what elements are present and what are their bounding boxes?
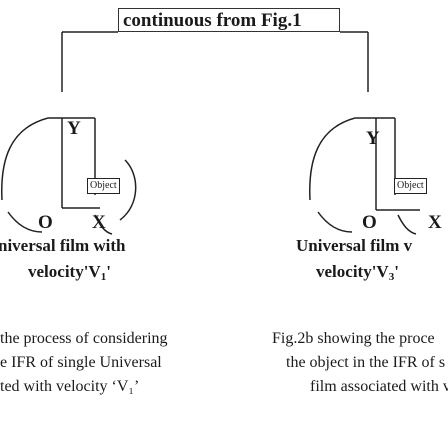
left-caption-line1: the process of considering xyxy=(0,330,168,347)
right-title-suffix: ' xyxy=(394,262,399,281)
right-arc-bottom-left xyxy=(317,211,353,233)
right-arc-bottom-right xyxy=(397,214,417,235)
header-box: continuous from Fig.1 xyxy=(118,8,340,32)
right-title-line1: Universal film v xyxy=(296,236,413,255)
left-axis-y-label: Y xyxy=(67,118,81,139)
left-title-suffix: ' xyxy=(106,262,111,281)
left-arc-bottom-left xyxy=(7,211,43,233)
left-arc-bottom-right xyxy=(94,214,113,235)
left-object-label: Object xyxy=(87,178,120,194)
right-object-label: Object xyxy=(394,178,427,194)
right-frame-arc xyxy=(309,117,356,201)
right-axis-x-label: X xyxy=(428,212,442,233)
right-caption-line1: Fig.2b showing the proce xyxy=(272,330,435,347)
right-axis-y-label: Y xyxy=(366,128,380,149)
left-frame-arc xyxy=(1,117,49,201)
left-axis-x-label: X xyxy=(92,212,106,233)
right-title-sub: 3 xyxy=(388,271,395,283)
left-title-prefix: velocity'V xyxy=(28,262,101,281)
header-text: continuous from Fig.1 xyxy=(123,10,302,31)
left-caption-line3: ted with velocity ‘V₁’ xyxy=(0,378,140,395)
left-origin-label: O xyxy=(38,212,53,233)
left-title-line1: niversal film with xyxy=(0,236,126,255)
right-caption-line3: film associated with v xyxy=(310,378,448,395)
left-title-sub: 1 xyxy=(100,271,107,283)
left-arc-right xyxy=(119,159,137,221)
right-origin-label: O xyxy=(362,212,377,233)
left-caption-line2: e IFR of single Universal xyxy=(0,354,162,371)
right-caption-line2: the object in the IFR of s xyxy=(286,354,446,371)
right-title-line2: velocity'V3' xyxy=(316,262,399,283)
right-title-prefix: velocity'V xyxy=(316,262,389,281)
left-title-line2: velocity'V1' xyxy=(28,262,111,283)
